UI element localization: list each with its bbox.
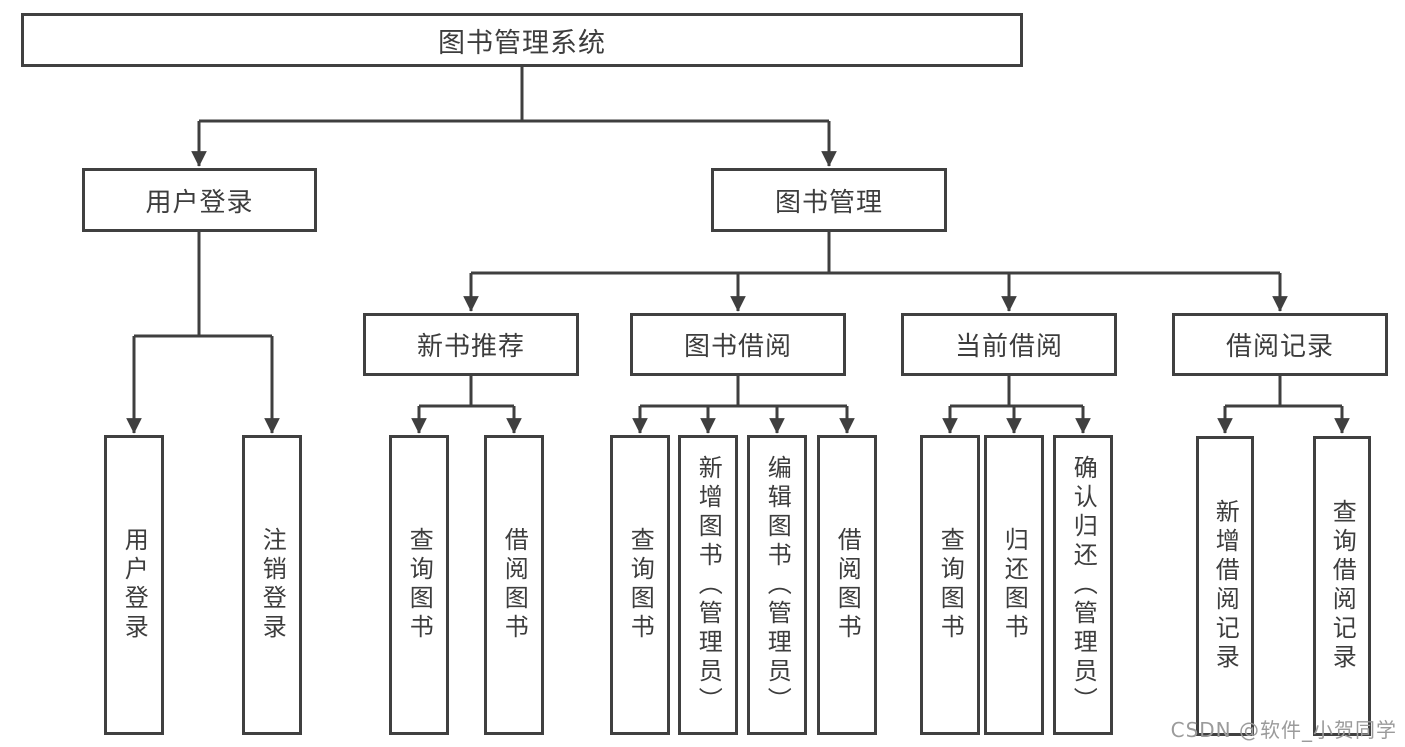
leaf-query-books-borrowing-label: 查询图书 xyxy=(626,527,655,643)
node-new-book-recommend: 新书推荐 xyxy=(363,313,579,376)
connector-book-management-children xyxy=(463,232,1288,312)
leaf-borrow-books-borrowing-label: 借阅图书 xyxy=(833,527,862,643)
leaf-add-books-admin: 新增图书（管理员） xyxy=(678,435,738,735)
node-borrowing-records: 借阅记录 xyxy=(1172,313,1388,376)
leaf-query-books-current-label: 查询图书 xyxy=(936,527,965,643)
leaf-add-borrow-record-label: 新增借阅记录 xyxy=(1211,499,1240,673)
connector-user-login-children xyxy=(126,232,280,434)
leaf-add-books-admin-label: 新增图书（管理员） xyxy=(694,454,723,716)
leaf-logout-label: 注销登录 xyxy=(258,527,287,643)
watermark-text: CSDN @软件_小贺同学 xyxy=(1170,718,1397,742)
node-book-borrowing-label: 图书借阅 xyxy=(683,332,792,362)
connector-book-borrowing-children xyxy=(632,376,855,434)
node-book-management-label: 图书管理 xyxy=(774,187,883,218)
node-book-borrowing: 图书借阅 xyxy=(630,313,846,376)
connector-current-borrowing-children xyxy=(942,376,1091,434)
node-borrowing-records-label: 借阅记录 xyxy=(1225,332,1334,362)
connector-root-to-level2 xyxy=(191,67,837,167)
connector-borrowing-records-children xyxy=(1217,376,1350,434)
leaf-return-books: 归还图书 xyxy=(984,435,1044,735)
leaf-query-books-current: 查询图书 xyxy=(920,435,980,735)
node-library-system: 图书管理系统 xyxy=(21,13,1023,67)
node-user-login: 用户登录 xyxy=(82,168,317,232)
leaf-borrow-books-recommend: 借阅图书 xyxy=(484,435,544,735)
leaf-query-books-recommend: 查询图书 xyxy=(389,435,449,735)
leaf-query-books-recommend-label: 查询图书 xyxy=(405,527,434,643)
leaf-add-borrow-record: 新增借阅记录 xyxy=(1196,436,1254,736)
leaf-query-borrow-record: 查询借阅记录 xyxy=(1313,436,1371,736)
leaf-confirm-return-admin: 确认归还（管理员） xyxy=(1053,435,1113,735)
leaf-confirm-return-admin-label: 确认归还（管理员） xyxy=(1069,454,1098,716)
leaf-edit-books-admin-label: 编辑图书（管理员） xyxy=(763,454,792,716)
leaf-borrow-books-borrowing: 借阅图书 xyxy=(817,435,877,735)
leaf-return-books-label: 归还图书 xyxy=(1000,527,1029,643)
leaf-user-login-label: 用户登录 xyxy=(120,527,149,643)
node-new-book-recommend-label: 新书推荐 xyxy=(416,332,525,362)
connector-new-book-recommend-children xyxy=(411,376,522,434)
node-current-borrowing-label: 当前借阅 xyxy=(954,332,1063,362)
leaf-logout: 注销登录 xyxy=(242,435,302,735)
leaf-user-login: 用户登录 xyxy=(104,435,164,735)
node-book-management: 图书管理 xyxy=(711,168,947,232)
node-library-system-label: 图书管理系统 xyxy=(438,27,606,59)
leaf-query-books-borrowing: 查询图书 xyxy=(610,435,670,735)
node-user-login-label: 用户登录 xyxy=(145,187,254,218)
node-current-borrowing: 当前借阅 xyxy=(901,313,1117,376)
leaf-edit-books-admin: 编辑图书（管理员） xyxy=(747,435,807,735)
leaf-query-borrow-record-label: 查询借阅记录 xyxy=(1328,499,1357,673)
leaf-borrow-books-recommend-label: 借阅图书 xyxy=(500,527,529,643)
